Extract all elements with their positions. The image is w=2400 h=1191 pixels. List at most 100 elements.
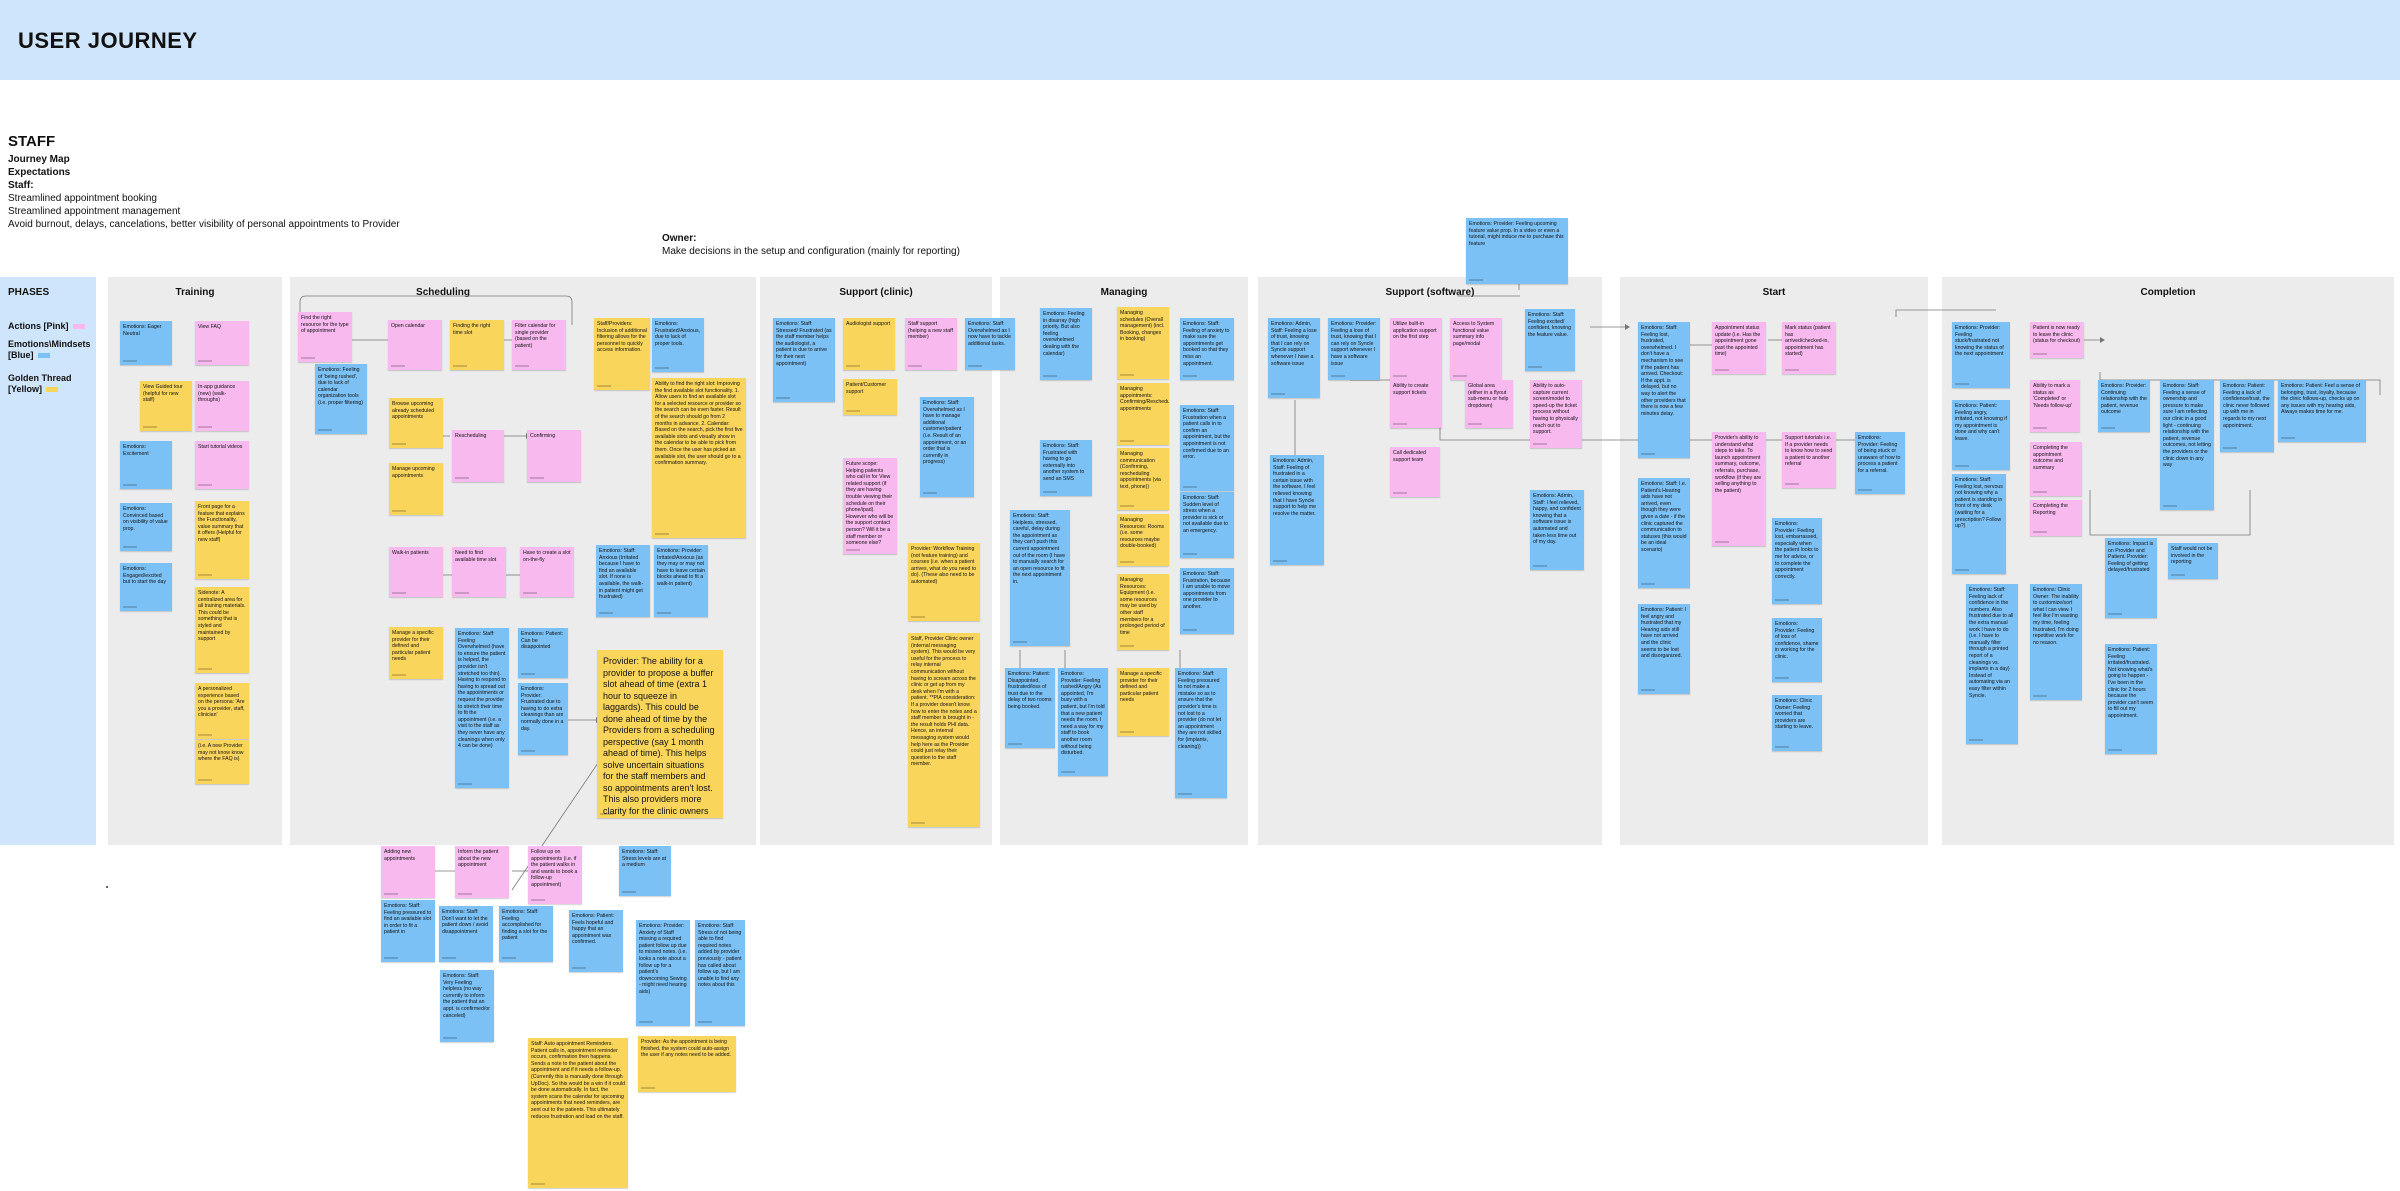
- note-action: Confirming: [527, 430, 581, 482]
- note-action: Mark status (patient has arrived/checked…: [1782, 322, 1836, 374]
- note-emotion: Emotions: Provider: Frustrated due to ha…: [518, 683, 568, 755]
- note-action: Have to create a slot on-the-fly: [520, 547, 574, 597]
- note-emotion: Emotions: Clinic Owner: The inability to…: [2030, 584, 2082, 700]
- note-emotion: Emotions: Staff: Stress of not being abl…: [695, 920, 745, 1026]
- note-action: In-app guidance (new) (walk-throughs): [195, 381, 249, 431]
- note-emotion: Emotions: Patient: Disappointed, frustra…: [1005, 668, 1055, 748]
- note-emotion: Emotions: Staff: Feeling lost, nervous n…: [1952, 474, 2006, 574]
- note-thread: View Guided tour (helpful for new staff): [140, 381, 192, 431]
- note-emotion: Emotions: Provider: Feeling a lose of tr…: [1328, 318, 1380, 380]
- note-action: Patient is now ready to leave the clinic…: [2030, 322, 2084, 358]
- owner-text: Make decisions in the setup and configur…: [662, 246, 960, 257]
- note-action: Open calendar: [388, 320, 442, 370]
- intro-block: STAFF Journey Map Expectations Staff: St…: [8, 132, 428, 231]
- note-emotion: Emotions: Provider: Continuing relations…: [2098, 380, 2150, 432]
- note-emotion: Emotions: Staff: Stressed/ Frustrated (a…: [773, 318, 835, 402]
- intro-line: Expectations: [8, 167, 71, 178]
- note-thread: Managing Resources: Equipment (i.e. some…: [1117, 574, 1169, 650]
- note-thread: (i.e. A new Provider may not know know w…: [195, 740, 249, 784]
- note-action: Global area (either in a flyout sub-menu…: [1465, 380, 1513, 428]
- note-emotion: Emotions: Staff: Feeling pressured to fi…: [381, 900, 435, 962]
- legend-swatch: [72, 324, 85, 330]
- legend-swatch: [37, 353, 50, 359]
- lane-title: Start: [1762, 287, 1786, 298]
- note-emotion: Emotions: Provider: Irritated/Anxious (a…: [654, 545, 708, 617]
- note-action: Rescheduling: [452, 430, 504, 482]
- note-thread: Staff: Auto appointment Reminders. Patie…: [528, 1038, 628, 1188]
- note-thread: Front page for a feature that explains t…: [195, 501, 249, 579]
- intro-line: Journey Map: [8, 154, 70, 165]
- note-emotion: Emotions: Staff: Feeling of anxiety to m…: [1180, 318, 1234, 380]
- intro-line: Streamlined appointment management: [8, 206, 181, 217]
- note-emotion: Emotions: Staff: Very Feeling helpless (…: [440, 970, 494, 1042]
- note-thread: Browse upcoming already scheduled appoin…: [389, 398, 443, 448]
- note-emotion: Emotions: Staff: Feeling Overwhelmed (ha…: [455, 628, 509, 788]
- note-thread: A personalized experience based on the p…: [195, 683, 249, 739]
- note-emotion: Emotions: Staff: Feeling pressured to no…: [1175, 668, 1227, 798]
- note-action: Ability to auto-capture current screen/m…: [1530, 380, 1582, 448]
- note-action: Ability to mark a status as 'Completed' …: [2030, 380, 2080, 432]
- phases-title: PHASES: [8, 287, 50, 298]
- note-emotion: Emotions: Patient: Feeling a lack of con…: [2220, 380, 2274, 452]
- note-emotion: Emotions: Provider: Feeling of being stu…: [1855, 432, 1905, 494]
- note-emotion: Emotions: Provider: Feeling upcoming fea…: [1466, 218, 1568, 284]
- note-action: Need to find available time slot: [452, 547, 506, 597]
- note-emotion: Emotions: Frustrated/Anxious, due to lac…: [652, 318, 704, 372]
- owner-label: Owner:: [662, 233, 697, 244]
- phases-legend: PHASES Actions [Pink] Emotions\Mindsets …: [0, 277, 96, 845]
- lane-title: Scheduling: [416, 287, 470, 298]
- intro-goal: Avoid burnout, delays, cancelations, bet…: [8, 219, 400, 230]
- note-emotion: Emotions: Staff: Overwhelmed as I now ha…: [965, 318, 1015, 370]
- note-thread: Manage a specific provider for their def…: [389, 627, 443, 679]
- note-thread: Provider: As the appointment is being fi…: [638, 1036, 736, 1092]
- legend-swatch: [46, 387, 59, 393]
- note-emotion: Emotions: Provider: Feeling rushed/Angry…: [1058, 668, 1108, 776]
- note-emotion: Emotions: Staff: Don't want to let the p…: [439, 906, 493, 962]
- note-thread: Finding the right time slot: [450, 320, 504, 370]
- lane-title: Completion: [2140, 287, 2196, 298]
- header-banner: USER JOURNEY: [0, 0, 2400, 80]
- note-emotion: Emotions: Staff: Frustration, because I …: [1180, 568, 1234, 634]
- note-thread: Managing appointments: Confirming/Resche…: [1117, 383, 1169, 445]
- note-action: Future scope: Helping patients who call …: [843, 458, 897, 554]
- lane-title: Managing: [1100, 287, 1148, 298]
- note-emotion: Emotions: Clinic Owner: Feeling worried …: [1772, 695, 1822, 751]
- note-emotion: Emotions: Staff: Sudden level of stress …: [1180, 492, 1234, 558]
- legend-actions: Actions [Pink]: [8, 321, 85, 332]
- note-thread: Manage upcoming appointments: [389, 463, 443, 515]
- note-thread: Managing Resources: Rooms (i.e. some res…: [1117, 514, 1169, 566]
- note-thread-highlight: Provider: The ability for a provider to …: [597, 650, 723, 818]
- note-action: Inform the patient about the new appoint…: [455, 846, 509, 898]
- note-emotion: Emotions: Staff: Feeling excited/ confid…: [1525, 309, 1575, 371]
- note-emotion: Emotions: Staff: Feeling accomplished fo…: [499, 906, 553, 962]
- note-thread: Sidenote: A centralized area for all tra…: [195, 587, 249, 673]
- note-emotion: Emotions: Staff: Feeling a sense of owne…: [2160, 380, 2214, 510]
- page-title: USER JOURNEY: [18, 28, 198, 53]
- note-emotion: Emotions: Feeling of 'being rushed', due…: [315, 364, 367, 434]
- lane-title: Support (clinic): [839, 287, 913, 298]
- note-emotion: Emotions: Patient: Feel a sense of belon…: [2278, 380, 2366, 442]
- note-emotion: Emotions: Patient: Feeling angry, irrita…: [1952, 400, 2010, 470]
- note-action: Utilize built-in application support on …: [1390, 318, 1442, 380]
- note-emotion: Emotions: Staff: Overwhelmed as I have t…: [920, 397, 974, 497]
- note-thread: Patient/Customer support: [843, 379, 897, 415]
- note-emotion: Emotions: Eager Neutral: [120, 321, 172, 365]
- note-emotion: Emotions: Engaged/excited but to start t…: [120, 563, 172, 611]
- note-action: Call dedicated support team: [1390, 447, 1440, 497]
- note-action: Appointment status update (i.e. Has the …: [1712, 322, 1766, 374]
- note-emotion: Emotions: Admin, Staff: I feel relieved,…: [1530, 490, 1584, 570]
- note-thread: Managing schedules (Overall management) …: [1117, 307, 1169, 379]
- stray-dot: [106, 886, 108, 888]
- note-emotion: Emotions: Provider: Anxiety of Staff mis…: [636, 920, 690, 1026]
- note-thread: Managing communication (Confirming, resc…: [1117, 448, 1169, 510]
- note-emotion: Emotions: Feeling in disarray (high prio…: [1040, 308, 1092, 380]
- note-emotion: Emotions: Staff: Helpless, stressed, car…: [1010, 510, 1070, 646]
- note-emotion: Emotions: Convinced based on visibility …: [120, 503, 172, 551]
- note-emotion: Emotions: Staff: Frustration when a pati…: [1180, 405, 1234, 491]
- note-action: Walk-in patients: [389, 547, 443, 597]
- note-emotion: Emotions: Staff: Frustrated with having …: [1040, 440, 1092, 496]
- legend-thread: Golden Thread [Yellow]: [8, 373, 72, 394]
- note-emotion: Staff would not be involved in the repor…: [2168, 543, 2218, 579]
- note-emotion: Emotions: Staff: I.e. Patient's Hearing …: [1638, 478, 1690, 588]
- note-emotion: Emotions: Provider: Feeling stuck/frustr…: [1952, 322, 2010, 388]
